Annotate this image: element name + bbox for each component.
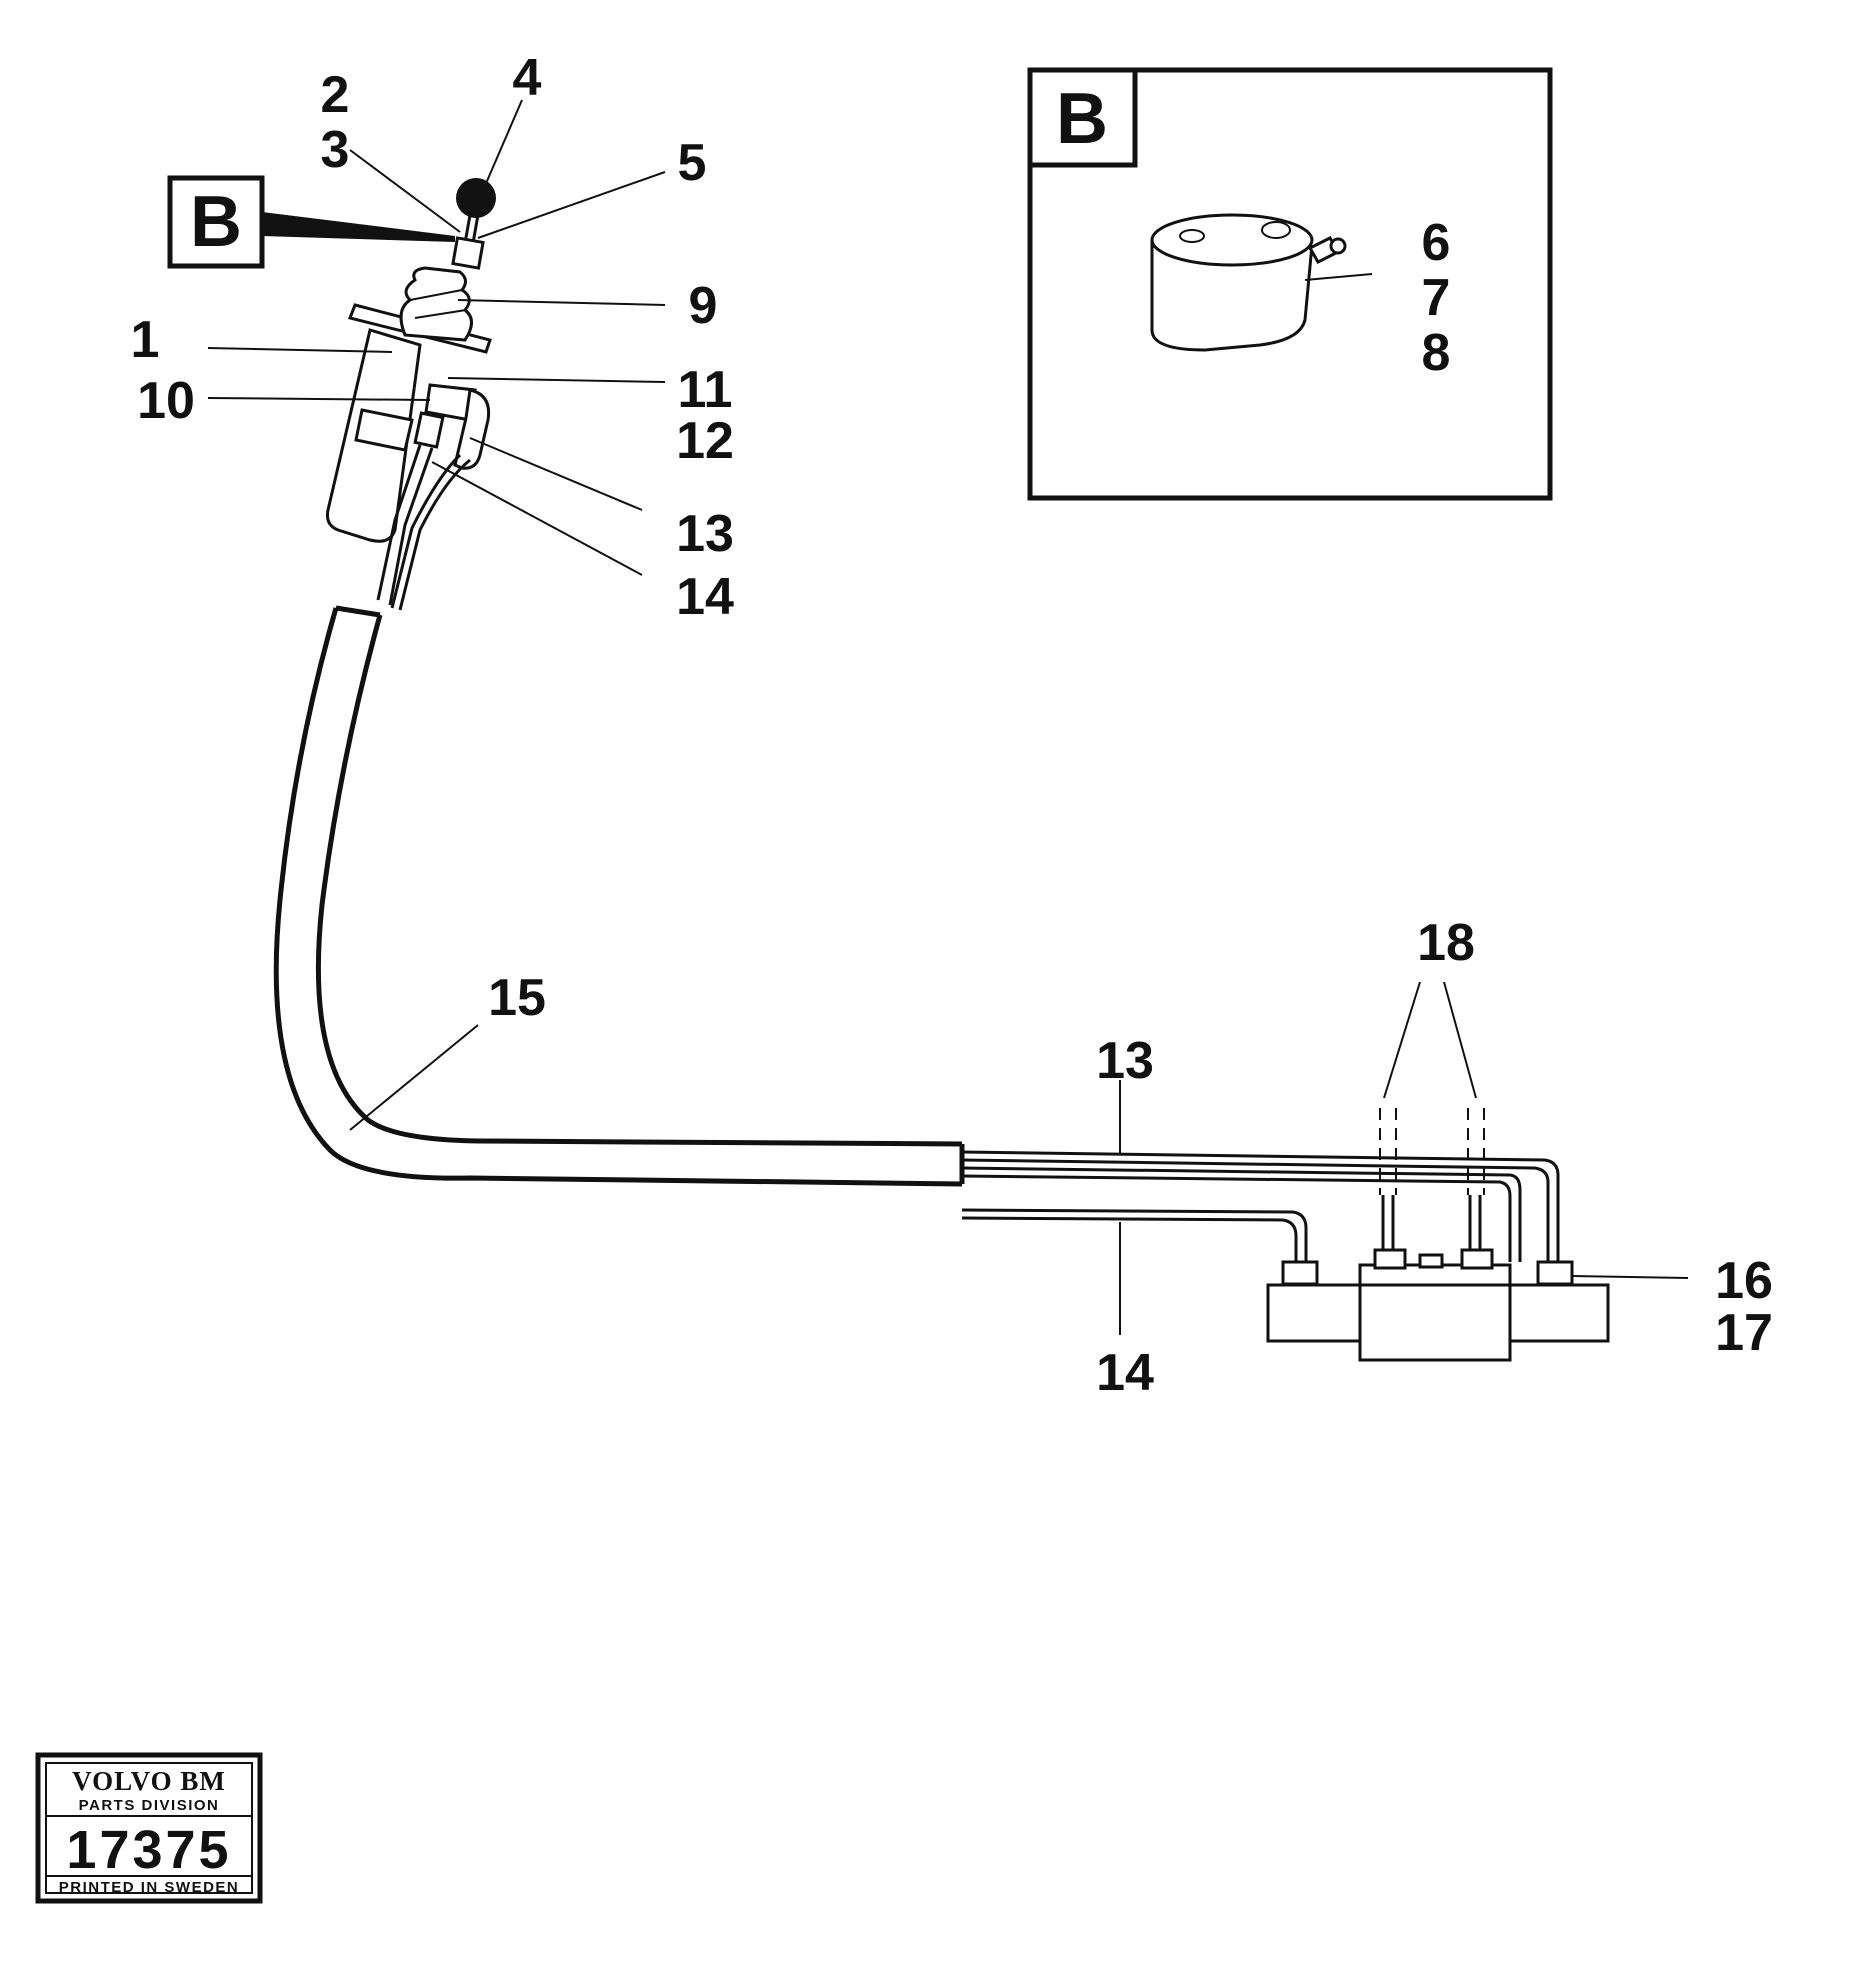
- callout-11: 11: [678, 361, 733, 419]
- callout-12: 12: [676, 412, 734, 470]
- callout-13-bottom: 13: [1096, 1032, 1154, 1090]
- callout-13-top: 13: [676, 505, 734, 563]
- detail-marker-b: B: [167, 175, 455, 269]
- detail-box-b: B: [1027, 67, 1553, 501]
- lever-knob: [456, 178, 496, 218]
- stamp-number: 17375: [66, 1820, 231, 1880]
- valve-block: [1266, 1248, 1610, 1362]
- stamp-division: PARTS DIVISION: [79, 1797, 220, 1814]
- callout-16: 16: [1715, 1252, 1773, 1310]
- stamp-brand: VOLVO BM: [72, 1766, 226, 1796]
- volvo-bm-stamp: VOLVO BM PARTS DIVISION 17375 PRINTED IN…: [35, 1752, 263, 1904]
- control-lever-assembly: [326, 178, 496, 611]
- callout-2: 2: [321, 66, 350, 124]
- switch-detail: [1150, 213, 1347, 352]
- detail-box-title: B: [1056, 79, 1108, 159]
- callout-3: 3: [321, 121, 350, 179]
- callout-numbers: 2 3 4 5 1 10 9 11 12 13 14 6 7 8 15 18 1…: [131, 49, 1773, 1402]
- detail-marker-letter: B: [190, 182, 242, 262]
- callout-4: 4: [513, 49, 542, 107]
- cable-harness: [273, 605, 1560, 1262]
- callout-6: 6: [1422, 214, 1451, 272]
- leader-lines: [207, 99, 1689, 1335]
- callout-5: 5: [678, 134, 707, 192]
- callout-15: 15: [488, 969, 546, 1027]
- stamp-printed: PRINTED IN SWEDEN: [59, 1879, 240, 1896]
- callout-18: 18: [1417, 914, 1475, 972]
- callout-10: 10: [137, 372, 195, 430]
- callout-14-bottom: 14: [1096, 1344, 1154, 1402]
- callout-9: 9: [689, 277, 718, 335]
- callout-8: 8: [1422, 324, 1451, 382]
- callout-17: 17: [1715, 1304, 1773, 1362]
- callout-7: 7: [1422, 269, 1451, 327]
- callout-14-top: 14: [676, 568, 734, 626]
- callout-1: 1: [131, 311, 160, 369]
